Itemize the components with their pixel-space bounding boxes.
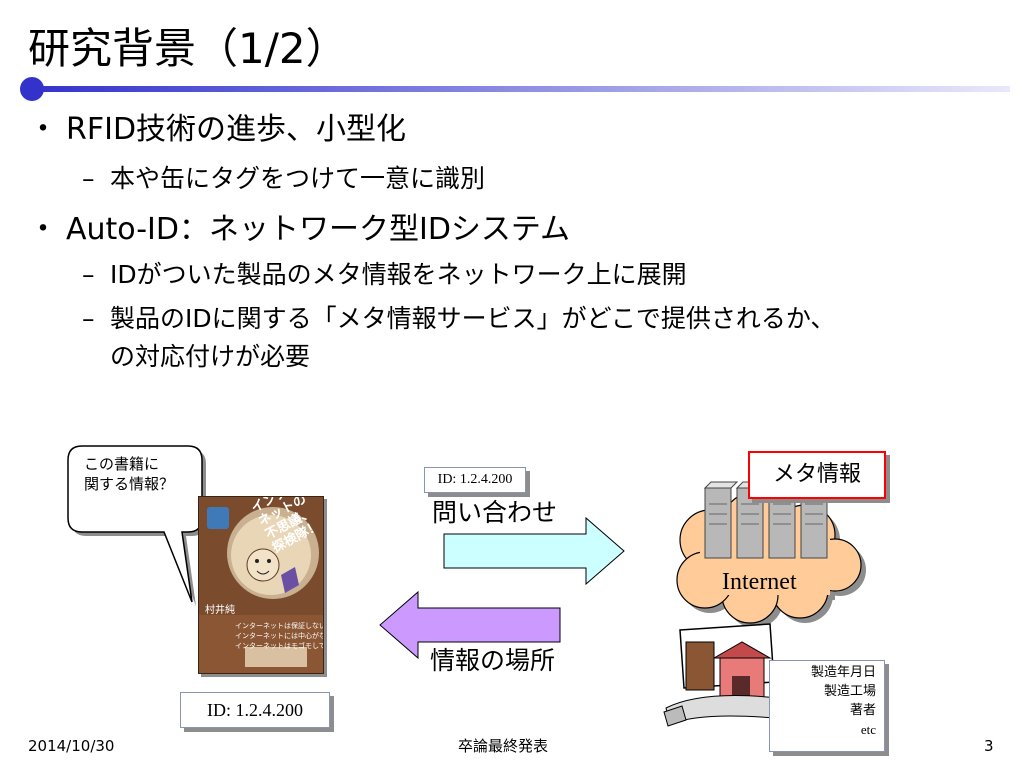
book-blurb-3: インターネットはモゴモしてる! xyxy=(235,642,323,650)
meta-info-box: メタ情報 xyxy=(748,451,886,499)
reply-arrow xyxy=(379,590,561,660)
book-illustration-icon xyxy=(199,507,323,673)
bullet-autoid: Auto-ID：ネットワーク型IDシステム xyxy=(66,212,571,247)
metadata-list-box: 製造年月日 製造工場 著者 etc xyxy=(769,660,885,752)
speech-line-1: この書籍に xyxy=(84,455,160,473)
sub-tag-identify: 本や缶にタグをつけて一意に識別 xyxy=(110,164,486,193)
footer-title: 卒論最終発表 xyxy=(458,737,549,755)
book-blurb-2: インターネットには中心がない! xyxy=(235,632,323,640)
reply-label: 情報の場所 xyxy=(430,646,556,675)
metadata-item: etc xyxy=(860,722,876,737)
bullet-marker: ・ xyxy=(28,112,58,147)
sub-marker: – xyxy=(82,260,95,289)
book-author: 村井純 xyxy=(205,605,235,616)
sub-meta-service-line2: の対応付けが必要 xyxy=(110,342,311,371)
sub-meta-service-line1: 製品のIDに関する「メタ情報サービス」がどこで提供されるか、 xyxy=(110,304,836,333)
book-id-tag: ID: 1.2.4.200 xyxy=(180,692,330,728)
sub-marker: – xyxy=(82,164,95,193)
sub-meta-network: IDがついた製品のメタ情報をネットワーク上に展開 xyxy=(110,260,687,289)
speech-bubble xyxy=(67,445,206,606)
speech-text: この書籍に 関する情報？ xyxy=(84,454,174,494)
query-label: 問い合わせ xyxy=(432,498,558,527)
sub-marker: – xyxy=(82,304,95,333)
page-number: 3 xyxy=(984,737,994,755)
book-cover: インターネットの不思議、探検隊！ 村井純 インターネットは保証しない! インター… xyxy=(198,496,324,674)
bullet-marker: ・ xyxy=(28,212,58,247)
query-id-tag: ID: 1.2.4.200 xyxy=(424,467,526,493)
title-underline xyxy=(20,77,1010,101)
book-blurb-1: インターネットは保証しない! xyxy=(235,622,324,630)
metadata-item: 著者 xyxy=(849,703,876,718)
bullet-rfid: RFID技術の進歩、小型化 xyxy=(66,112,407,147)
footer-date: 2014/10/30 xyxy=(28,737,115,755)
title-bullet-dot xyxy=(20,77,44,101)
query-arrow xyxy=(443,516,625,586)
slide-title: 研究背景（1/2） xyxy=(28,24,348,73)
speech-line-2: 関する情報？ xyxy=(84,475,175,493)
internet-label: Internet xyxy=(722,569,797,595)
metadata-item: 製造工場 xyxy=(823,684,876,699)
book-blurb: インターネットは保証しない! インターネットには中心がない! インターネットはモ… xyxy=(235,621,324,651)
metadata-item: 製造年月日 xyxy=(810,665,876,680)
factory-icon xyxy=(663,623,779,727)
